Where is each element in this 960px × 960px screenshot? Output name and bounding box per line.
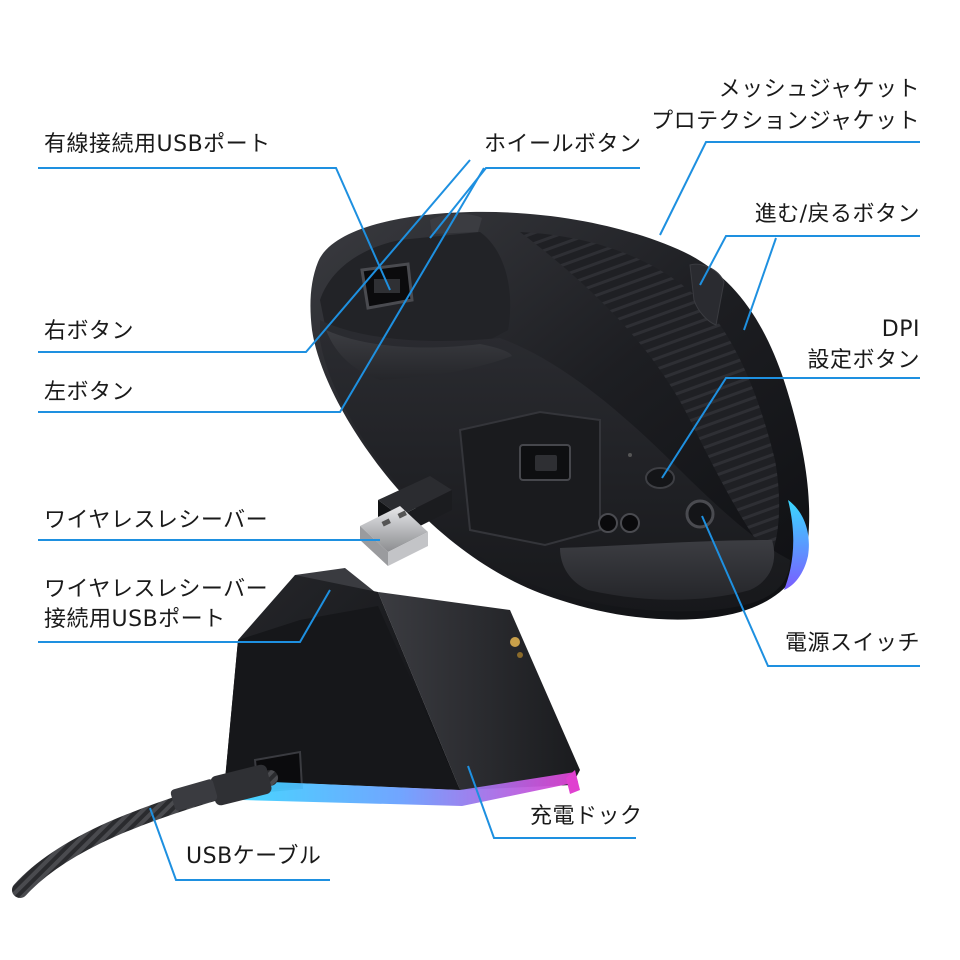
leader-wired-usb-port	[38, 167, 391, 291]
label-wireless-receiver: ワイヤレスレシーバー	[44, 508, 269, 533]
wireless-receiver-illustration	[360, 476, 452, 566]
label-protection-jacket: プロテクションジャケット	[651, 109, 920, 134]
leader-mesh-jacket	[659, 141, 920, 236]
leader-right-button	[38, 159, 471, 353]
label-left-button: 左ボタン	[44, 380, 135, 405]
leader-forward-back	[699, 235, 920, 286]
label-dpi: DPI	[881, 317, 920, 342]
leader-receiver-port	[38, 589, 331, 643]
label-dpi-button: 設定ボタン	[807, 348, 920, 373]
leader-dpi-button	[661, 377, 920, 479]
label-right-button: 右ボタン	[44, 319, 135, 344]
charging-dock-illustration	[12, 568, 580, 898]
label-power-switch: 電源スイッチ	[784, 631, 920, 656]
leader-usb-cable	[149, 807, 330, 881]
leader-dpi-side	[743, 237, 777, 331]
leader-charging-dock	[467, 765, 636, 839]
label-wired-usb-port: 有線接続用USBポート	[44, 132, 271, 157]
label-wheel-button: ホイールボタン	[484, 132, 642, 157]
leader-lines	[38, 141, 920, 881]
leader-wheel-button	[429, 167, 640, 239]
label-mesh-jacket: メッシュジャケット	[718, 77, 920, 102]
leader-power-switch	[701, 515, 920, 667]
label-forward-back-buttons: 進む/戻るボタン	[754, 202, 920, 227]
label-usb-cable: USBケーブル	[186, 844, 322, 869]
label-charging-dock: 充電ドック	[530, 804, 643, 829]
label-receiver-port-line1: ワイヤレスレシーバー	[44, 577, 269, 602]
label-receiver-port-line2: 接続用USBポート	[44, 607, 226, 632]
leader-left-button	[38, 167, 485, 413]
